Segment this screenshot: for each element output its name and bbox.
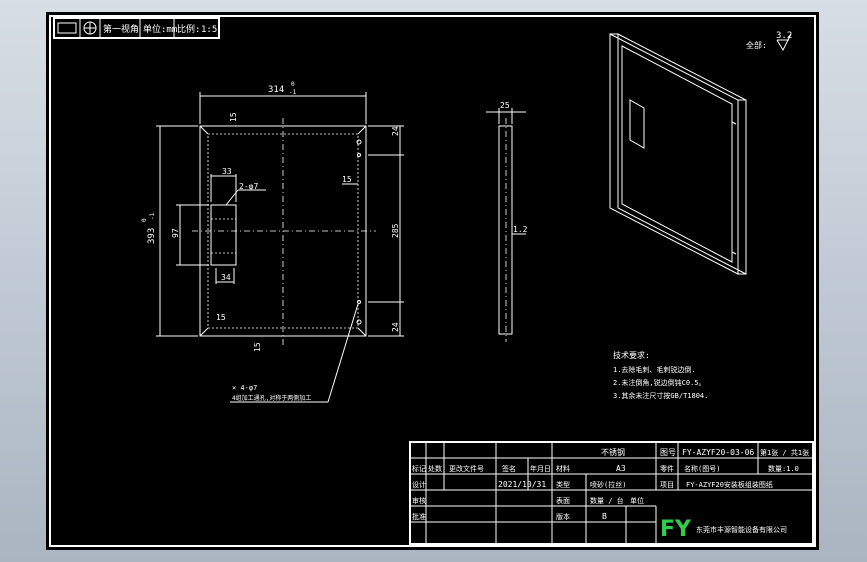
dim-15-right: 15 — [342, 175, 352, 184]
side-view: 25 1.2 — [486, 101, 528, 342]
dim-25: 25 — [500, 101, 510, 110]
hdr-finish: 喷砂(拉丝) — [590, 480, 626, 489]
dim-height-tol2: -1 — [149, 212, 156, 220]
check-label: 审核 — [412, 496, 426, 505]
material-label: 材料 — [556, 464, 570, 473]
dim-height: 393 — [147, 228, 157, 244]
dim-97: 97 — [171, 228, 180, 238]
hdr-part: 零件 — [660, 464, 674, 473]
format-value: A3 — [616, 464, 626, 473]
company-logo: FY — [660, 517, 692, 542]
tech-notes: 技术要求: 1.去除毛刺、毛刺锐边倒. 2.未注倒角,锐边倒钝C0.5。 3.其… — [613, 350, 708, 400]
sheet-label: 第1张 / 共1张 — [760, 448, 809, 457]
scale-label: 比例: — [177, 23, 200, 35]
drawing-no: FY-AZYF20-03-06 — [682, 448, 754, 457]
dim-15-bottom: 15 — [216, 313, 226, 322]
mass-label: 数量:1.0 — [768, 464, 799, 473]
hdr-file: 更改文件号 — [449, 464, 484, 473]
sheet-border — [49, 15, 816, 547]
dim-height-tol: 0 — [141, 218, 148, 222]
front-view: 314 0 -1 393 0 -1 15 15 15 15 33 2-φ7 97… — [141, 81, 404, 403]
dim-width-tol2: -1 — [289, 89, 297, 96]
tech-note-2: 2.未注倒角,锐边倒钝C0.5。 — [613, 378, 706, 387]
approve-label: 批准 — [412, 512, 426, 521]
note-holes: × 4-φ7 — [232, 384, 257, 392]
project-value: FY-AZYF20安装板组装图纸 — [686, 480, 773, 489]
header-bar: 第一视角 单位:mm 比例: 1:5 — [53, 17, 220, 39]
view-label: 第一视角 — [103, 23, 139, 35]
roughness-prefix: 全部: — [746, 40, 767, 50]
company-name: 东莞市丰源智能设备有限公司 — [696, 525, 787, 534]
dim-285: 285 — [391, 223, 400, 238]
dim-34: 34 — [221, 273, 231, 282]
dim-12: 1.2 — [513, 225, 528, 234]
count-label: 数量 / 台 — [590, 496, 624, 505]
dim-24-bottom: 24 — [391, 322, 400, 332]
tech-note-3: 3.其余未注尺寸按GB/T1804. — [613, 391, 708, 400]
note-holes-2: 4组加工通孔,对称于两侧加工 — [232, 394, 311, 402]
version-label: 版本 — [556, 512, 570, 521]
drawing-sheet: 第一视角 单位:mm 比例: 1:5 全部: 3.2 314 — [46, 12, 819, 550]
dim-15-top: 15 — [229, 112, 238, 122]
dim-width-tol: 0 — [291, 81, 295, 88]
projection-icon — [57, 22, 77, 34]
dim-15-left-bottom: 15 — [253, 342, 262, 352]
hdr-sign: 签名 — [502, 464, 516, 473]
scale-value: 1:5 — [201, 25, 217, 35]
dim-width: 314 — [268, 85, 284, 95]
hdr-date: 年月日 — [530, 464, 551, 473]
hdr-type: 类型 — [556, 480, 570, 489]
dim-hole: 2-φ7 — [239, 182, 258, 191]
unit-label: 单位:mm — [143, 23, 177, 35]
hdr-units: 单位 — [630, 496, 644, 505]
roughness-value: 3.2 — [776, 31, 792, 41]
version-value: B — [602, 512, 607, 521]
title-block: 不锈钢 图号 FY-AZYF20-03-06 第1张 / 共1张 标记 处数 更… — [409, 441, 814, 545]
roughness-symbol: 全部: 3.2 — [746, 31, 792, 52]
hdr-surface: 表面 — [556, 496, 570, 505]
drawing-no-label: 图号 — [660, 448, 676, 457]
dim-33: 33 — [222, 167, 232, 176]
designer-label: 设计 — [412, 480, 426, 489]
isometric-view — [609, 33, 747, 275]
part-name-label: 名称(图号) — [684, 464, 720, 473]
date-value: 2021/10/31 — [498, 480, 546, 489]
drawing-canvas: 第一视角 单位:mm 比例: 1:5 全部: 3.2 314 — [49, 15, 816, 547]
project-label: 项目 — [660, 481, 674, 489]
dim-24-top: 24 — [391, 126, 400, 136]
hdr-mark: 标记 — [412, 464, 426, 473]
hdr-count: 处数 — [428, 464, 442, 473]
material-value: 不锈钢 — [601, 447, 625, 457]
tech-notes-title: 技术要求: — [613, 350, 650, 360]
tech-note-1: 1.去除毛刺、毛刺锐边倒. — [613, 365, 696, 374]
